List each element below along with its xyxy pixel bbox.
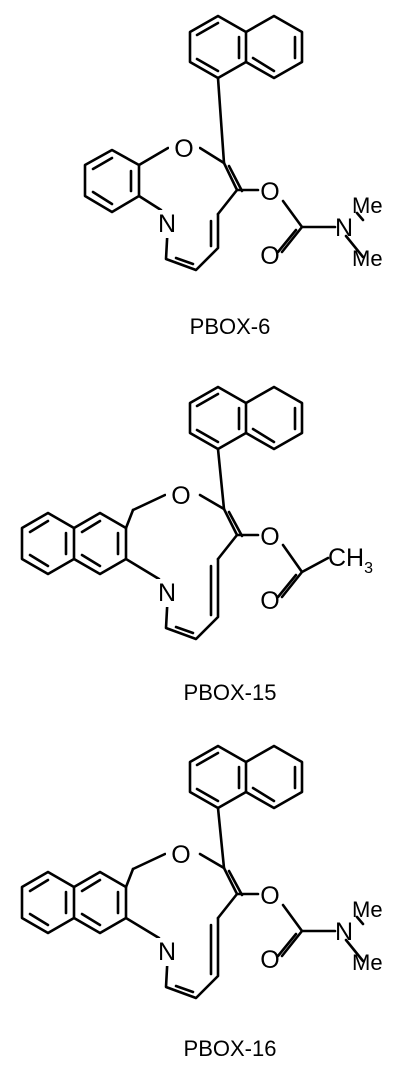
ester-oxygen-label: O	[260, 882, 279, 910]
methyl-bottom-label: Me	[352, 950, 383, 975]
oxazepine-ring	[124, 806, 244, 940]
amide-nitrogen-label: N	[335, 214, 353, 242]
naphthyl-group	[188, 385, 304, 451]
amide-nitrogen-label: N	[335, 918, 353, 946]
compound-caption: PBOX-6	[190, 314, 271, 339]
methyl-top-label: Me	[352, 897, 383, 922]
carbonyl-oxygen-label: O	[260, 242, 279, 270]
methyl-carbon-label: CH3	[328, 544, 373, 577]
carbonyl-oxygen-label: O	[260, 946, 279, 974]
compound-pbox-16: O N O O N Me Me PBOX-16	[20, 744, 383, 1061]
ring-nitrogen-label: N	[158, 579, 176, 607]
naphtho-ring-system	[20, 867, 135, 935]
pyrrole-ring	[164, 916, 220, 1000]
oxazepine-ring	[124, 447, 244, 581]
oxazepine-ring	[137, 76, 244, 216]
ring-oxygen-label: O	[174, 135, 193, 163]
pyrrole-ring	[164, 557, 220, 641]
methyl-bottom-label: Me	[352, 246, 383, 271]
acetate-group	[235, 533, 330, 599]
methyl-top-label: Me	[352, 193, 383, 218]
compound-caption: PBOX-15	[184, 680, 277, 705]
ring-nitrogen-label: N	[158, 210, 176, 238]
benzo-ring	[83, 148, 141, 214]
compound-pbox-15: O N O O CH3 PBOX-15	[20, 385, 373, 705]
ring-nitrogen-label: N	[158, 938, 176, 966]
compound-pbox-6: O N O O N Me Me PBOX-6	[83, 14, 383, 339]
pyrrole-ring	[164, 212, 220, 272]
ester-oxygen-label: O	[260, 178, 279, 206]
compound-caption: PBOX-16	[184, 1036, 277, 1061]
ester-oxygen-label: O	[260, 523, 279, 551]
naphthyl-group	[188, 744, 304, 810]
carbamate-group	[235, 188, 365, 259]
ring-oxygen-label: O	[171, 482, 190, 510]
carbamate-group	[235, 892, 365, 963]
naphtho-ring-system	[20, 508, 135, 576]
ring-oxygen-label: O	[171, 841, 190, 869]
naphthyl-group	[188, 14, 304, 80]
carbonyl-oxygen-label: O	[260, 587, 279, 615]
